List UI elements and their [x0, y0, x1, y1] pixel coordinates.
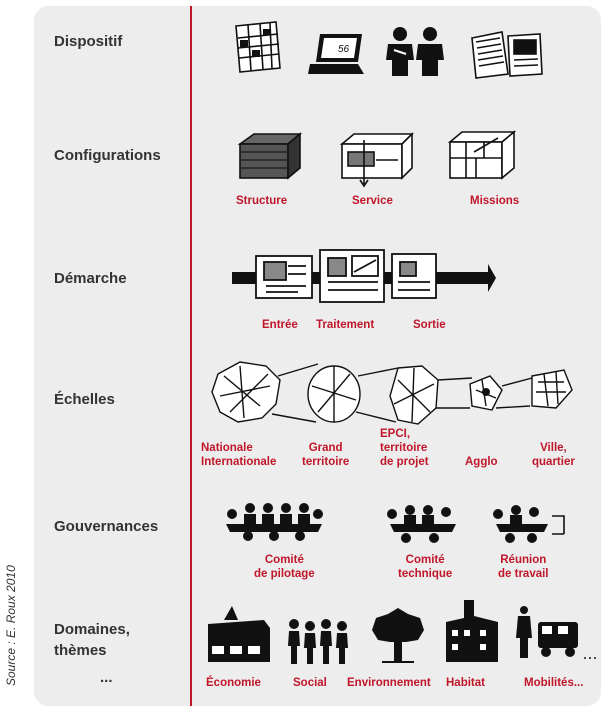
caption-reunion-travail: Réunion de travail — [498, 553, 549, 581]
caption-nationale-line2: Internationale — [201, 456, 277, 468]
row-label-gouvernances: Gouvernances — [54, 518, 159, 535]
caption-ville: Ville, quartier — [532, 441, 575, 469]
structure-icon — [237, 132, 303, 180]
caption-sortie: Sortie — [413, 319, 446, 331]
caption-epci-line2: territoire — [380, 442, 428, 454]
spreadsheet-icon — [235, 21, 281, 73]
housing-icon — [446, 600, 498, 662]
row-label-configurations: Configurations — [54, 147, 161, 164]
factory-icon — [208, 606, 270, 662]
caption-comite-pilotage: Comité de pilotage — [254, 553, 315, 581]
caption-reunion-line2: de travail — [498, 568, 549, 580]
caption-agglo: Agglo — [465, 456, 498, 468]
mobility-icon — [516, 606, 596, 659]
caption-ville-line2: quartier — [532, 456, 575, 468]
documents-icon — [471, 31, 543, 79]
caption-epci-line1: EPCI, — [380, 428, 411, 440]
caption-nationale: Nationale Internationale — [201, 441, 276, 469]
caption-reunion-line1: Réunion — [500, 554, 547, 566]
tree-icon — [372, 608, 424, 663]
work-meeting-icon — [493, 505, 565, 543]
row-label-echelles: Échelles — [54, 391, 115, 408]
caption-environnement: Environnement — [347, 677, 431, 689]
source-credit: Source : E. Roux 2010 — [4, 565, 18, 686]
row-label-themes: thèmes — [54, 642, 107, 659]
caption-social: Social — [293, 677, 327, 689]
technical-committee-icon — [387, 505, 456, 543]
missions-icon — [447, 130, 517, 180]
vertical-divider — [190, 6, 192, 706]
caption-comite-technique-line1: Comité — [405, 554, 445, 566]
steering-committee-icon — [226, 503, 323, 541]
caption-comite-technique-line2: technique — [398, 568, 453, 580]
laptop-screen-text: 56 — [338, 44, 350, 55]
caption-economie: Économie — [206, 677, 261, 689]
caption-service: Service — [352, 195, 393, 207]
service-icon — [339, 132, 414, 188]
row-label-ellipsis: ... — [100, 669, 113, 686]
people-icon — [386, 27, 444, 76]
caption-comite-technique: Comité technique — [398, 553, 452, 581]
caption-traitement: Traitement — [316, 319, 375, 331]
caption-grand-territoire: Grand territoire — [302, 441, 349, 469]
caption-grand-line2: territoire — [302, 456, 350, 468]
row-label-demarche: Démarche — [54, 270, 127, 287]
caption-structure: Structure — [236, 195, 288, 207]
process-flow-icon — [232, 249, 496, 303]
caption-habitat: Habitat — [446, 677, 485, 689]
caption-nationale-line1: Nationale — [201, 442, 253, 454]
row-label-domaines: Domaines, — [54, 621, 130, 638]
caption-epci-line3: de projet — [380, 456, 429, 468]
caption-entree: Entrée — [262, 319, 298, 331]
caption-comite-pilotage-line2: de pilotage — [254, 568, 315, 580]
caption-comite-pilotage-line1: Comité — [264, 554, 304, 566]
caption-grand-line1: Grand — [308, 442, 343, 454]
row-label-dispositif: Dispositif — [54, 33, 123, 50]
caption-mobilites: Mobilités... — [524, 677, 584, 689]
caption-epci: EPCI, territoire de projet — [380, 427, 429, 469]
caption-ville-line1: Ville, — [540, 442, 567, 454]
laptop-icon: 56 — [308, 34, 364, 74]
social-people-icon — [288, 619, 348, 664]
diagram-panel — [34, 6, 601, 706]
scales-zoom-icon — [211, 361, 573, 425]
caption-missions: Missions — [470, 195, 520, 207]
